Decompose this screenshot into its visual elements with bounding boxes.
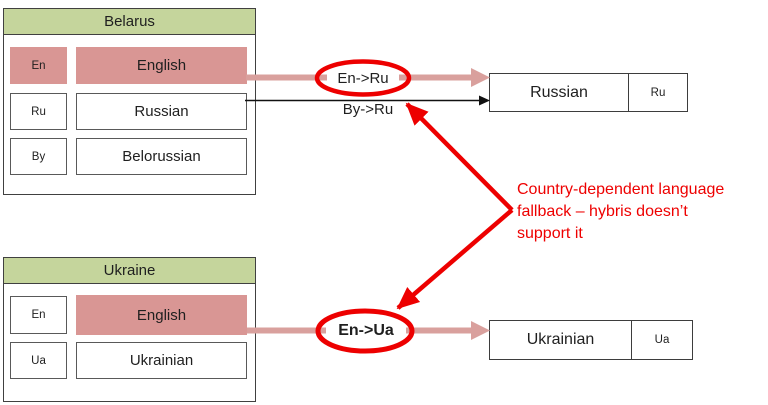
ukrainian-result-box: Ukrainian Ua [489,320,693,360]
fallback-arrowhead-en-ua-icon [471,321,490,340]
belarus-en-code-cell: En [10,47,67,84]
ukraine-en-code-cell: En [10,296,67,334]
russian-result-code: Ru [628,74,687,111]
mapping-label-by-ru: By->Ru [342,100,394,118]
ukraine-title: Ukraine [103,262,156,279]
annotation-line-1: Country-dependent language [517,181,725,198]
annotation-arrow-to-en-ua [396,208,514,310]
russian-result-name: Russian [530,83,588,101]
red-ellipse-en-ru [314,59,412,97]
belarus-title: Belarus [104,13,155,30]
belarus-belorussian-cell: Belorussian [76,138,247,175]
fallback-arrowhead-by-ru-icon [479,95,490,106]
ukraine-english-cell: English [76,295,247,335]
ukrainian-result-name: Ukrainian [526,331,595,348]
ukrainian-result-code: Ua [631,321,692,359]
annotation-line-3: support it [517,225,583,242]
mapping-label-en-ru: En->Ru [327,66,399,90]
russian-result-box: Russian Ru [489,73,688,112]
belarus-header: Belarus [4,9,255,35]
annotation-arrow-to-en-ru [405,102,514,212]
belarus-english-cell: English [76,47,247,84]
belarus-ru-code-cell: Ru [10,93,67,130]
annotation-text: Country-dependent language fallback – hy… [517,179,767,245]
mapping-label-en-ua: En->Ua [326,319,406,343]
ukraine-header: Ukraine [4,258,255,284]
belarus-russian-cell: Russian [76,93,247,130]
ukraine-ukrainian-cell: Ukrainian [76,342,247,379]
ukraine-ua-code-cell: Ua [10,342,67,379]
red-ellipse-en-ua [315,308,415,354]
belarus-by-code-cell: By [10,138,67,175]
fallback-arrowhead-en-ru-icon [471,68,490,87]
annotation-line-2: fallback – hybris doesn’t [517,203,688,220]
